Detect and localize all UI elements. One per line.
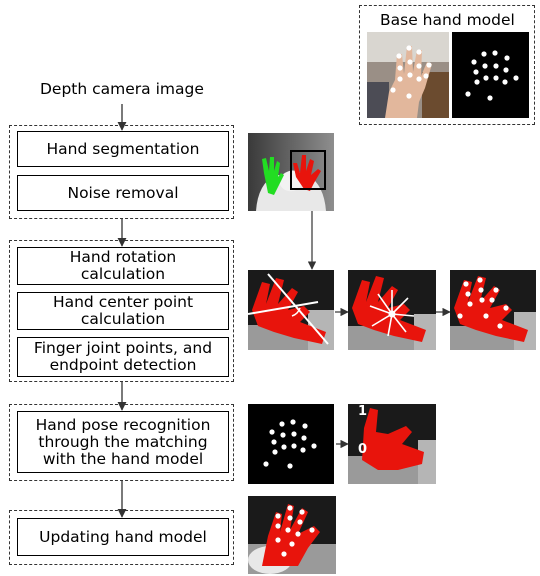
pose-recognition-labeled-image: 1 0: [348, 404, 436, 484]
hand-rotation-step: Hand rotation calculation: [17, 247, 229, 285]
finger-joint-detection-step: Finger joint points, and endpoint detect…: [17, 337, 229, 377]
rotation-calculation-image: [248, 270, 334, 350]
base-hand-model-title: Base hand model: [380, 11, 515, 29]
hand-center-point-step: Hand center point calculation: [17, 292, 229, 330]
base-hand-model-group: [359, 5, 535, 125]
depth-camera-image-label: Depth camera image: [40, 80, 204, 98]
noise-removal-step: Noise removal: [17, 175, 229, 211]
center-point-calculation-image: [348, 270, 436, 350]
updated-hand-model-image: [248, 496, 336, 574]
base-hand-model-points: [452, 32, 529, 118]
hand-model-points-image: [248, 404, 334, 484]
hand-segmentation-step: Hand segmentation: [17, 131, 229, 167]
segmentation-depth-image: [248, 133, 334, 211]
base-hand-photo: [367, 32, 449, 118]
hand-pose-recognition-step: Hand pose recognition through the matchi…: [17, 411, 229, 473]
label-zero: 0: [358, 442, 368, 457]
updating-hand-model-step: Updating hand model: [17, 518, 229, 556]
label-one: 1: [358, 404, 368, 419]
finger-joint-points-image: [450, 270, 536, 350]
